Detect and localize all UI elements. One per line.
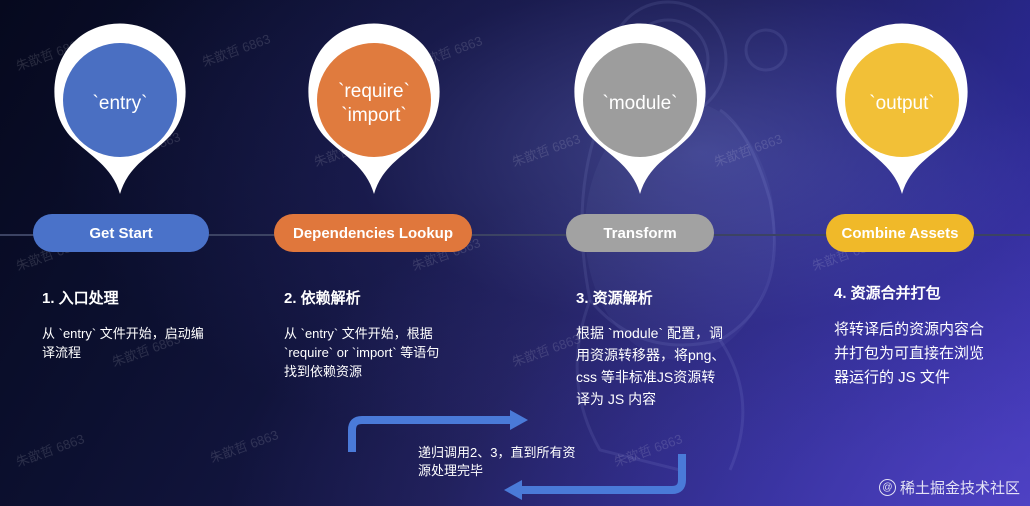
pin-label: `output` bbox=[824, 76, 980, 132]
watermark: 朱歆哲 6863 bbox=[509, 331, 583, 370]
brand-watermark: @ 稀土掘金技术社区 bbox=[878, 477, 1020, 498]
pill-label: Transform bbox=[603, 224, 677, 242]
step-description: 根据 `module` 配置，调 用资源转移器，将png、 css 等非标准JS… bbox=[576, 322, 725, 410]
pill-label: Combine Assets bbox=[841, 224, 959, 242]
description-line: 将转译后的资源内容合 bbox=[834, 321, 985, 338]
timeline-line bbox=[0, 234, 1030, 236]
pin-label: `require` `import` bbox=[296, 76, 452, 132]
description-line: 用资源转移器，将png、 bbox=[576, 347, 726, 363]
pill-label: Get Start bbox=[89, 224, 153, 242]
description-line: 从 `entry` 文件开始，启动编 bbox=[42, 326, 204, 341]
watermark: 朱歆哲 6863 bbox=[711, 131, 785, 170]
step-pill-combine-assets: Combine Assets bbox=[826, 214, 974, 252]
description-line: 从 `entry` 文件开始，根据 bbox=[284, 326, 433, 341]
pin-label: `module` bbox=[562, 76, 718, 132]
step-pill-dependencies-lookup: Dependencies Lookup bbox=[274, 214, 472, 252]
loop-description-line: 递归调用2、3，直到所有资 bbox=[418, 445, 576, 460]
pill-label: Dependencies Lookup bbox=[292, 224, 454, 242]
pin-label-line: `import` bbox=[341, 105, 407, 126]
require-import-pin: `require` `import` bbox=[296, 18, 452, 196]
watermark: 朱歆哲 6863 bbox=[611, 431, 685, 470]
map-pin-icon bbox=[54, 23, 186, 194]
step-description: 从 `entry` 文件开始，根据 `require` or `import` … bbox=[284, 324, 439, 381]
brand-label: 稀土掘金技术社区 bbox=[899, 480, 1020, 497]
module-pin: `module` bbox=[562, 18, 718, 196]
pin-label-line: `entry` bbox=[92, 93, 148, 114]
step-description: 从 `entry` 文件开始，启动编 译流程 bbox=[42, 324, 204, 362]
step-pill-get-start: Get Start bbox=[33, 214, 209, 252]
pin-label: `entry` bbox=[42, 76, 198, 132]
description-line: 并打包为可直接在浏览 bbox=[834, 345, 985, 362]
description-line: 根据 `module` 配置，调 bbox=[576, 325, 724, 341]
watermark: 朱歆哲 6863 bbox=[13, 431, 87, 470]
description-line: css 等非标准JS资源转 bbox=[576, 369, 716, 385]
entry-pin: `entry` bbox=[42, 18, 198, 196]
pin-label-line: `require` bbox=[338, 81, 410, 102]
description-line: 器运行的 JS 文件 bbox=[834, 369, 950, 386]
step-title: 1. 入口处理 bbox=[42, 290, 119, 307]
map-pin-icon bbox=[836, 23, 968, 194]
map-pin-icon bbox=[574, 23, 706, 194]
step-title: 3. 资源解析 bbox=[576, 290, 653, 307]
loop-description: 递归调用2、3，直到所有资 源处理完毕 bbox=[418, 444, 575, 480]
output-pin: `output` bbox=[824, 18, 980, 196]
loop-description-line: 源处理完毕 bbox=[418, 463, 484, 478]
step-title: 4. 资源合并打包 bbox=[834, 285, 941, 302]
pin-label-line: `module` bbox=[602, 93, 678, 114]
step-description: 将转译后的资源内容合 并打包为可直接在浏览 器运行的 JS 文件 bbox=[834, 318, 984, 390]
description-line: 译流程 bbox=[42, 345, 82, 360]
pin-label-line: `output` bbox=[869, 93, 935, 114]
description-line: 译为 JS 内容 bbox=[576, 391, 657, 407]
watermark: 朱歆哲 6863 bbox=[199, 31, 273, 70]
map-pin-icon bbox=[308, 23, 440, 194]
step-title: 2. 依赖解析 bbox=[284, 290, 361, 307]
step-pill-transform: Transform bbox=[566, 214, 714, 252]
at-icon: @ bbox=[878, 479, 896, 496]
watermark: 朱歆哲 6863 bbox=[207, 427, 281, 466]
description-line: `require` or `import` 等语句 bbox=[284, 345, 440, 360]
description-line: 找到依赖资源 bbox=[284, 364, 363, 379]
